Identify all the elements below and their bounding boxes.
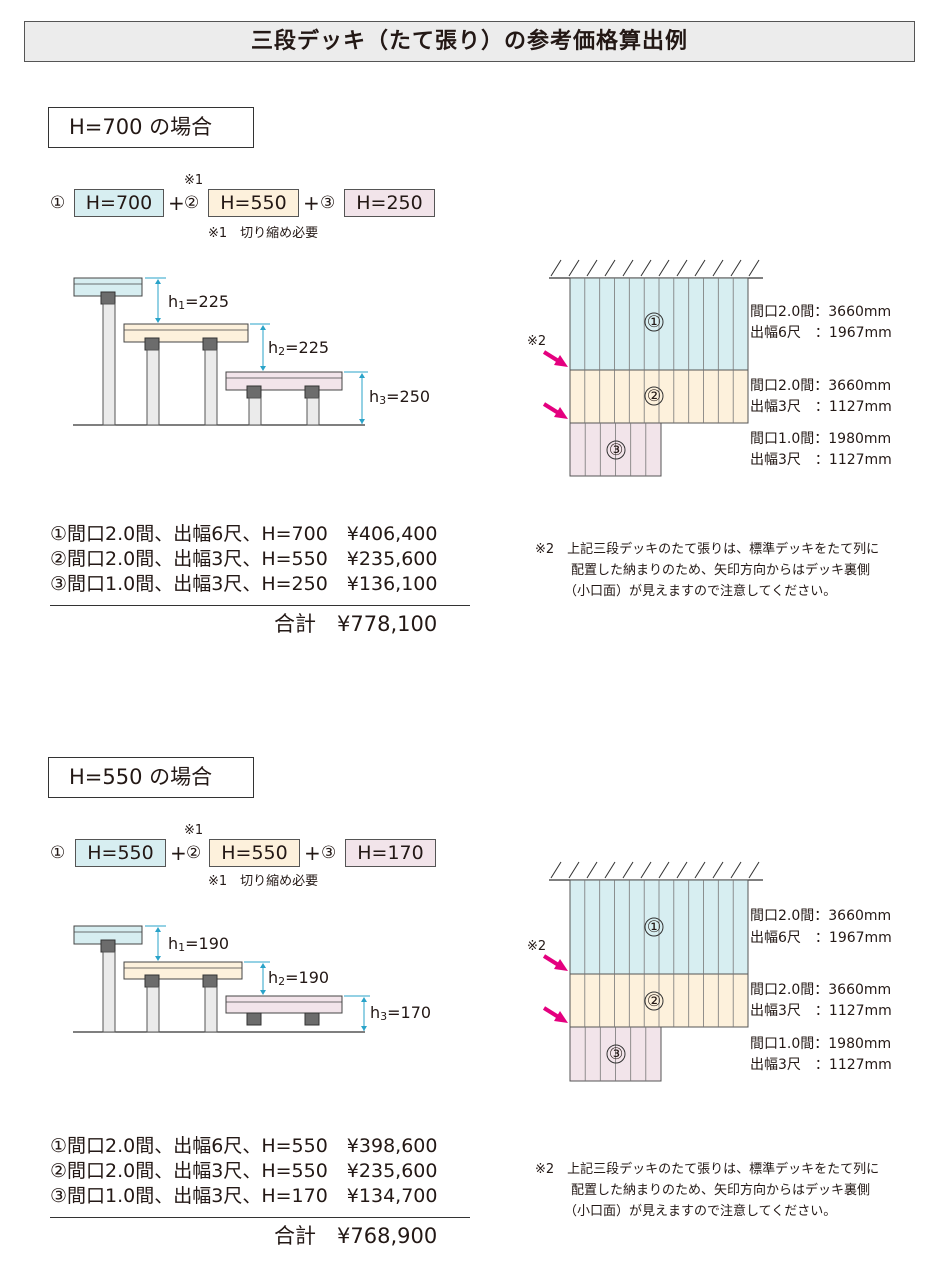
- formula-note: ※1 切り縮め必要: [208, 874, 319, 889]
- spec-2b: 出幅3尺 ：1127mm: [750, 1003, 892, 1019]
- dim-h1-label: h1=225: [168, 292, 230, 312]
- price-row-1: ①間口2.0間、出幅6尺、H=550 ¥398,600: [50, 1135, 438, 1157]
- page-title: 三段デッキ（たて張り）の参考価格算出例: [24, 21, 915, 62]
- price-total: 合計 ¥778,100: [274, 612, 438, 636]
- formula-plus-2: +: [303, 191, 320, 215]
- note-line-2: 配置した納まりのため、矢印方向からはデッキ裏側: [571, 563, 871, 578]
- plan-label-3: ③: [608, 1044, 624, 1063]
- plan-label-2: ②: [646, 991, 662, 1010]
- formula-num-3: ③: [320, 193, 336, 213]
- note-line-1: ※2 上記三段デッキのたて張りは、標準デッキをたて列に: [535, 542, 880, 557]
- dim-h1-label: h1=190: [168, 934, 230, 954]
- price-row-1: ①間口2.0間、出幅6尺、H=700 ¥406,400: [50, 523, 438, 545]
- spec-2a: 間口2.0間：3660mm: [750, 378, 892, 394]
- case-heading: H=550 の場合: [48, 757, 254, 798]
- dim-h3-label: h3=170: [370, 1003, 432, 1023]
- formula-num-1: ①: [50, 843, 66, 863]
- price-row-3: ③間口1.0間、出幅3尺、H=170 ¥134,700: [50, 1185, 438, 1207]
- note-line-1: ※2 上記三段デッキのたて張りは、標準デッキをたて列に: [535, 1162, 880, 1177]
- plan-mark: ※2: [527, 334, 547, 349]
- elevation-diagram: [73, 925, 370, 1033]
- formula-mark-1: ※1: [184, 823, 204, 838]
- price-total: 合計 ¥768,900: [274, 1224, 438, 1248]
- formula-num-2: ②: [184, 193, 200, 213]
- spec-2b: 出幅3尺 ：1127mm: [750, 399, 892, 415]
- dim-h2-label: h2=190: [268, 968, 330, 988]
- formula-plus-1: +: [170, 841, 187, 865]
- spec-1a: 間口2.0間：3660mm: [750, 304, 892, 320]
- spec-2a: 間口2.0間：3660mm: [750, 982, 892, 998]
- total-divider: [50, 605, 470, 606]
- spec-3a: 間口1.0間：1980mm: [750, 431, 892, 447]
- plan-diagram: [542, 861, 763, 1082]
- spec-1a: 間口2.0間：3660mm: [750, 908, 892, 924]
- plan-mark: ※2: [527, 939, 547, 954]
- spec-3a: 間口1.0間：1980mm: [750, 1036, 892, 1052]
- elevation-diagram: [73, 277, 368, 426]
- formula-mark-1: ※1: [184, 173, 204, 188]
- formula-h3-pill: H=170: [345, 839, 436, 867]
- formula-plus-1: +: [168, 191, 185, 215]
- price-row-2: ②間口2.0間、出幅3尺、H=550 ¥235,600: [50, 548, 438, 570]
- dim-h2-label: h2=225: [268, 338, 330, 358]
- price-row-2: ②間口2.0間、出幅3尺、H=550 ¥235,600: [50, 1160, 438, 1182]
- formula-h3-pill: H=250: [344, 189, 435, 217]
- spec-3b: 出幅3尺 ：1127mm: [750, 452, 892, 468]
- plan-diagram: [542, 259, 763, 477]
- case-heading: H=700 の場合: [48, 107, 254, 148]
- plan-label-2: ②: [646, 386, 662, 405]
- plan-label-3: ③: [608, 440, 624, 459]
- note-line-2: 配置した納まりのため、矢印方向からはデッキ裏側: [571, 1183, 871, 1198]
- note-line-3: （小口面）が見えますので注意してください。: [564, 584, 837, 599]
- formula-h1-pill: H=550: [75, 839, 166, 867]
- formula-h2-pill: H=550: [209, 839, 300, 867]
- spec-1b: 出幅6尺 ：1967mm: [750, 930, 892, 946]
- dim-h3-label: h3=250: [369, 387, 431, 407]
- formula-num-2: ②: [186, 843, 202, 863]
- formula-h2-pill: H=550: [208, 189, 299, 217]
- formula-num-1: ①: [50, 193, 66, 213]
- formula-plus-2: +: [304, 841, 321, 865]
- total-divider: [50, 1217, 470, 1218]
- formula-note: ※1 切り縮め必要: [208, 226, 319, 241]
- formula-h1-pill: H=700: [74, 189, 164, 217]
- spec-3b: 出幅3尺 ：1127mm: [750, 1057, 892, 1073]
- note-line-3: （小口面）が見えますので注意してください。: [564, 1204, 837, 1219]
- price-row-3: ③間口1.0間、出幅3尺、H=250 ¥136,100: [50, 573, 438, 595]
- plan-label-1: ①: [646, 312, 662, 331]
- plan-label-1: ①: [646, 917, 662, 936]
- formula-num-3: ③: [321, 843, 337, 863]
- spec-1b: 出幅6尺 ：1967mm: [750, 325, 892, 341]
